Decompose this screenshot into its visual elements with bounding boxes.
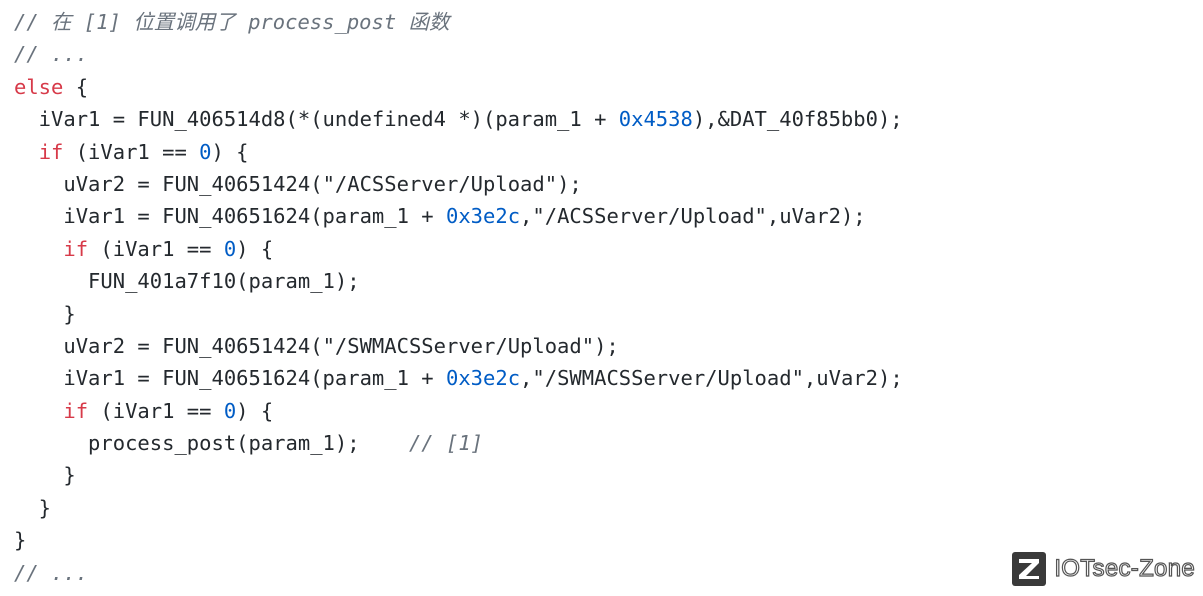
code-line: } bbox=[14, 459, 903, 491]
code-line: if (iVar1 == 0) { bbox=[14, 233, 903, 265]
code-token-number: 0 bbox=[223, 236, 237, 261]
code-token-number: 0x4538 bbox=[618, 107, 693, 132]
code-token-plain: ) { bbox=[236, 236, 274, 261]
code-token-plain: , bbox=[520, 204, 533, 229]
code-token-keyword: if bbox=[63, 236, 89, 261]
code-token-plain bbox=[14, 140, 39, 164]
code-token-keyword: if bbox=[38, 139, 64, 164]
code-token-comment: // ... bbox=[14, 42, 89, 67]
code-line: process_post(param_1); // [1] bbox=[14, 427, 903, 459]
code-token-string: "/ACSServer/Upload" bbox=[322, 171, 558, 196]
code-token-string: "/SWMACSServer/Upload" bbox=[532, 366, 804, 391]
code-line: iVar1 = FUN_40651624(param_1 + 0x3e2c,"/… bbox=[14, 362, 903, 394]
code-token-plain bbox=[14, 399, 63, 423]
code-token-plain: { bbox=[63, 74, 89, 99]
code-token-string: "/SWMACSServer/Upload" bbox=[322, 333, 595, 358]
code-line: } bbox=[14, 298, 903, 330]
code-token-plain: process_post(param_1); bbox=[14, 431, 409, 456]
code-line: } bbox=[14, 524, 903, 556]
code-token-plain: iVar1 = FUN_406514d8(*(undefined4 *)(par… bbox=[14, 107, 619, 132]
code-token-plain: (iVar1 == bbox=[88, 398, 224, 423]
code-line: else { bbox=[14, 71, 903, 103]
code-token-comment: // [1] bbox=[408, 431, 484, 456]
code-token-plain: (iVar1 == bbox=[88, 236, 224, 261]
code-token-plain: , bbox=[520, 366, 533, 391]
code-line: uVar2 = FUN_40651424("/ACSServer/Upload"… bbox=[14, 168, 903, 200]
code-token-keyword: if bbox=[63, 398, 89, 423]
code-token-number: 0x3e2c bbox=[445, 204, 521, 229]
code-line: iVar1 = FUN_40651624(param_1 + 0x3e2c,"/… bbox=[14, 200, 903, 232]
code-line: FUN_401a7f10(param_1); bbox=[14, 265, 903, 297]
code-token-plain: } bbox=[14, 463, 76, 488]
code-token-plain: } bbox=[14, 528, 27, 553]
code-token-plain: ); bbox=[557, 171, 582, 196]
code-token-keyword: else bbox=[14, 74, 64, 99]
code-token-plain bbox=[14, 237, 63, 261]
watermark-text: IOTsec-Zone bbox=[1054, 554, 1196, 582]
code-token-plain: } bbox=[14, 495, 52, 520]
code-line: iVar1 = FUN_406514d8(*(undefined4 *)(par… bbox=[14, 103, 903, 135]
code-token-plain: ,uVar2); bbox=[803, 366, 903, 391]
code-token-plain: ) { bbox=[211, 139, 249, 164]
code-token-number: 0x3e2c bbox=[445, 366, 521, 391]
code-token-plain: ) { bbox=[236, 398, 274, 423]
code-token-comment: // ... bbox=[14, 560, 89, 585]
code-token-plain: ); bbox=[594, 333, 619, 358]
code-token-comment: // 在 [1] 位置调用了 process_post 函数 bbox=[14, 10, 450, 34]
code-token-plain: uVar2 = FUN_40651424( bbox=[14, 171, 323, 196]
code-line: if (iVar1 == 0) { bbox=[14, 395, 903, 427]
z-logo-icon bbox=[1012, 552, 1047, 586]
code-line: // ... bbox=[14, 557, 903, 589]
code-token-plain: } bbox=[14, 301, 76, 326]
code-token-plain: ),&DAT_40f85bb0); bbox=[692, 107, 903, 132]
code-token-number: 0 bbox=[199, 139, 212, 164]
code-line: } bbox=[14, 492, 903, 524]
code-line: uVar2 = FUN_40651424("/SWMACSServer/Uplo… bbox=[14, 330, 903, 362]
code-token-plain: FUN_401a7f10(param_1); bbox=[14, 269, 360, 294]
code-token-string: "/ACSServer/Upload" bbox=[532, 204, 767, 229]
code-token-number: 0 bbox=[223, 398, 237, 423]
code-block: // 在 [1] 位置调用了 process_post 函数 // ... else… bbox=[14, 6, 903, 589]
code-line: if (iVar1 == 0) { bbox=[14, 136, 903, 168]
code-token-plain: ,uVar2); bbox=[766, 204, 866, 229]
watermark: IOTsec-Zone bbox=[1012, 552, 1195, 586]
code-token-plain: uVar2 = FUN_40651424( bbox=[14, 333, 323, 358]
code-line: // ... bbox=[14, 38, 903, 70]
code-token-plain: iVar1 = FUN_40651624(param_1 + bbox=[14, 366, 446, 391]
code-token-plain: iVar1 = FUN_40651624(param_1 + bbox=[14, 204, 446, 229]
code-token-plain: (iVar1 == bbox=[63, 139, 200, 164]
code-line: // 在 [1] 位置调用了 process_post 函数 bbox=[14, 6, 903, 38]
